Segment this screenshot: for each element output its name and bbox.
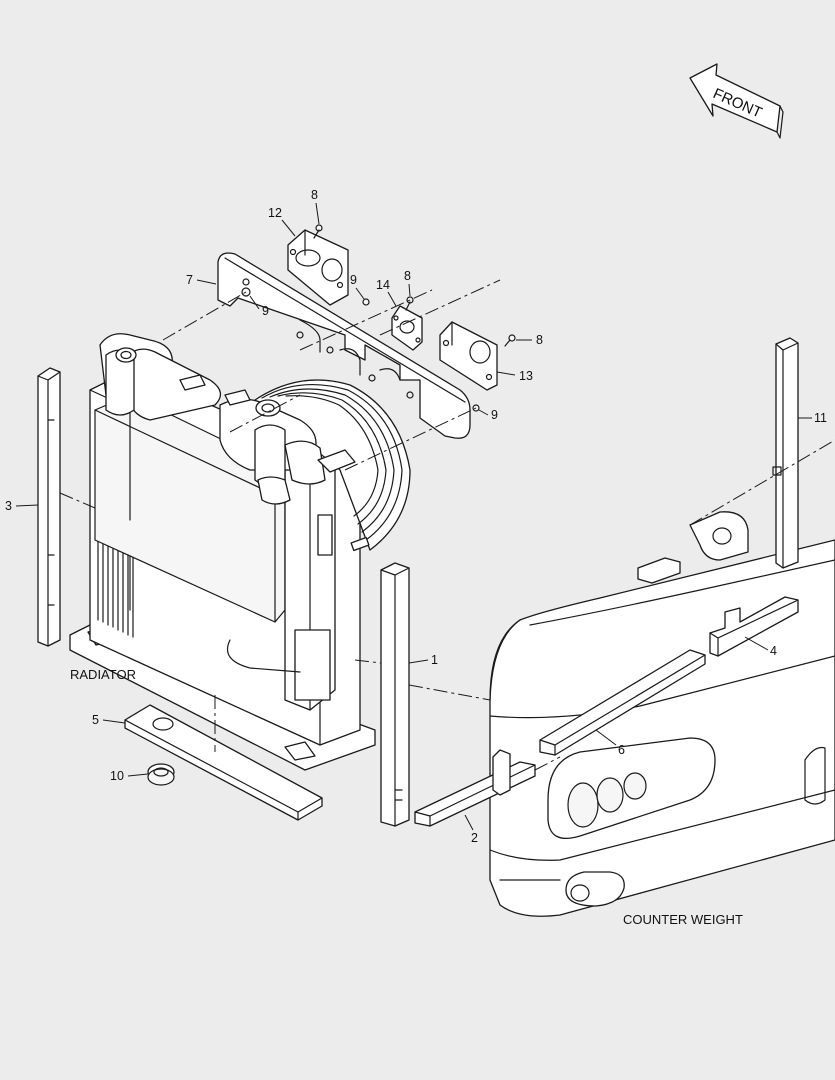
callout-leaders [15,202,812,831]
bolt-8a-icon [313,224,323,239]
callout-2: 2 [471,831,478,845]
callout-8b: 8 [404,269,411,283]
part-10-grommet [147,763,175,786]
callout-8c: 8 [536,333,543,347]
counter-weight-label: COUNTER WEIGHT [623,912,743,927]
callout-5: 5 [92,713,99,727]
part-5-plate [124,704,323,821]
part-11-seal [772,337,799,569]
callout-3: 3 [5,499,12,513]
part-7-frame [217,252,471,439]
callout-13: 13 [519,369,533,383]
callout-12: 12 [268,206,282,220]
part-4-seal [709,596,799,657]
callout-14: 14 [376,278,390,292]
callout-8a: 8 [311,188,318,202]
callout-10: 10 [110,769,124,783]
part-14-plate [391,305,423,351]
washer-9b-icon [362,298,370,306]
callout-9c: 9 [491,408,498,422]
front-arrow-icon: FRONT [689,63,784,139]
part-12-plate [287,229,349,306]
radiator-label: RADIATOR [70,667,136,682]
assembly-lines [59,279,835,771]
part-1-seal [380,562,410,827]
counter-weight: COUNTER WEIGHT [489,511,835,927]
callout-7: 7 [186,273,193,287]
callout-9b: 9 [350,273,357,287]
callout-9a: 9 [262,304,269,318]
part-13-plate [439,321,498,391]
part-2-seal [414,749,536,827]
callout-6: 6 [618,743,625,757]
callout-11: 11 [814,411,827,425]
callout-4: 4 [770,644,777,658]
part-6-seal [539,649,706,756]
part-3-seal [37,367,61,647]
bolt-8c-icon [504,334,516,347]
bolt-8b-icon [405,296,414,311]
callout-1: 1 [431,653,438,667]
radiator-assembly: RADIATOR [69,333,411,771]
